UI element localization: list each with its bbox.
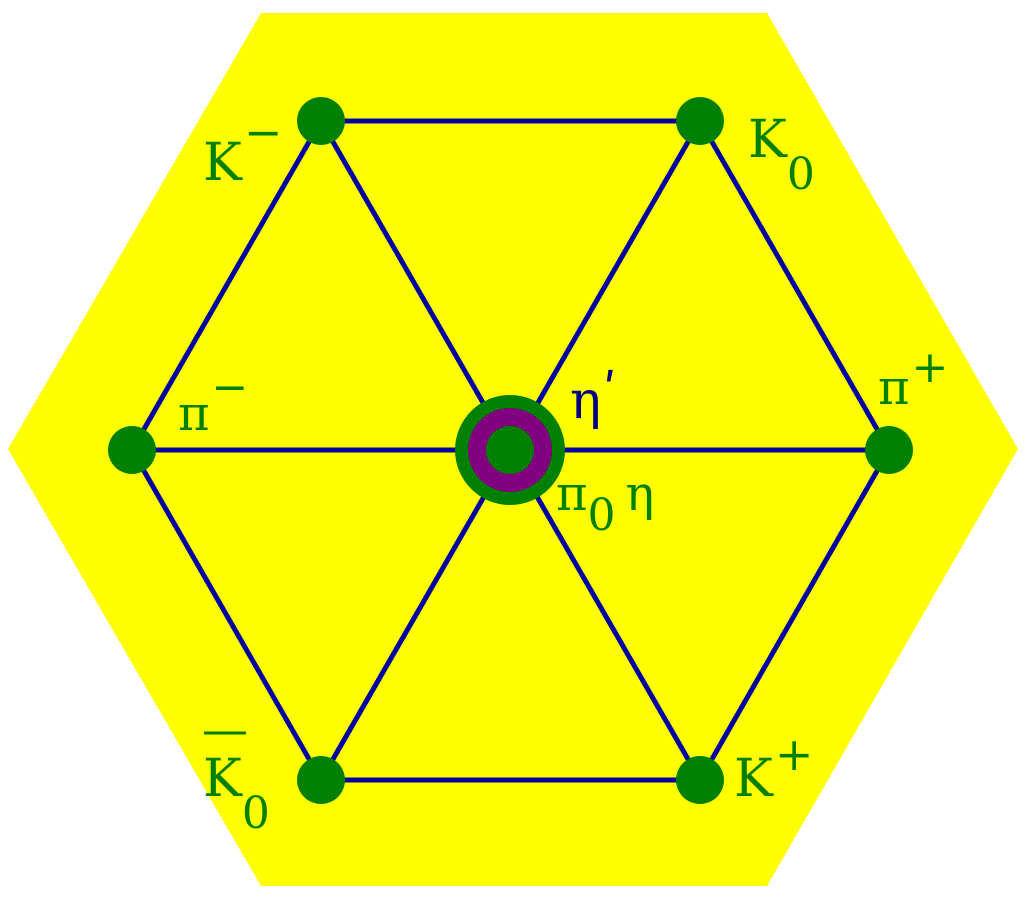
edge-piminus-kminus bbox=[129, 118, 324, 453]
center-ring-inner bbox=[486, 426, 534, 474]
label-k-zero: K0 bbox=[748, 110, 815, 200]
node-k-minus bbox=[297, 97, 345, 145]
label-k-plus: K+ bbox=[734, 727, 813, 809]
edge-k0bar-piminus bbox=[129, 447, 324, 783]
label-k-minus: K− bbox=[203, 105, 282, 193]
label-eta-prime: ηʹ bbox=[570, 364, 617, 431]
label-k-zero-bar-overline: — bbox=[202, 702, 248, 756]
node-group bbox=[108, 97, 913, 804]
edge-k0-piplus bbox=[697, 118, 892, 453]
label-pi-plus: π+ bbox=[878, 342, 948, 416]
node-pi-plus bbox=[865, 426, 913, 474]
node-k-zero-bar bbox=[297, 756, 345, 804]
node-k-plus bbox=[676, 756, 724, 804]
node-pi-minus bbox=[108, 426, 156, 474]
edge-piplus-kplus bbox=[697, 447, 892, 783]
center-node bbox=[455, 395, 565, 505]
label-pi-minus: π− bbox=[178, 362, 248, 442]
node-k-zero bbox=[676, 97, 724, 145]
label-k-zero-bar: K0 bbox=[203, 749, 270, 839]
